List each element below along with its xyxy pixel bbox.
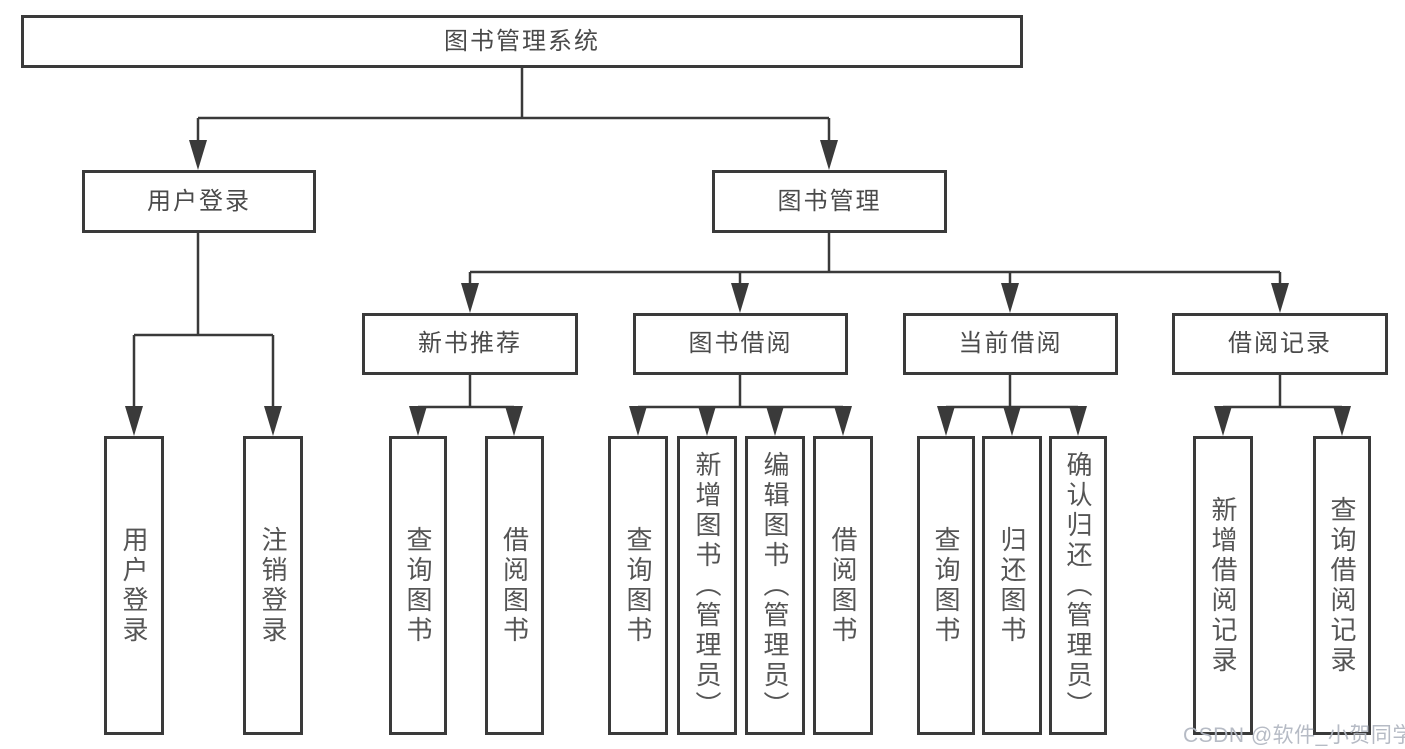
node-label: 借阅记录 (1228, 330, 1332, 357)
node-current-borrow: 当前借阅 (903, 313, 1118, 375)
node-library-management-system: 图书管理系统 (21, 15, 1023, 68)
node-borrow-records: 借阅记录 (1172, 313, 1388, 375)
leaf-label: 查询图书 (623, 525, 653, 646)
leaf-return-book: 归还图书 (982, 436, 1042, 735)
node-label: 当前借阅 (958, 330, 1063, 357)
leaf-query-borrow-record: 查询借阅记录 (1313, 436, 1371, 735)
leaf-label: 归还图书 (997, 525, 1027, 646)
node-label: 图书管理 (777, 187, 882, 215)
leaf-add-borrow-record: 新增借阅记录 (1193, 436, 1253, 735)
node-book-borrow: 图书借阅 (633, 313, 848, 375)
leaf-confirm-return-admin: 确认归还（管理员） (1049, 436, 1107, 735)
leaf-label: 查询图书 (931, 525, 961, 646)
leaf-label: 确认归还（管理员） (1063, 450, 1093, 721)
leaf-label: 编辑图书（管理员） (760, 450, 790, 721)
leaf-label: 借阅图书 (499, 525, 530, 646)
leaf-label: 查询借阅记录 (1327, 495, 1357, 676)
leaf-label: 注销登录 (258, 525, 288, 646)
node-label: 用户登录 (147, 187, 251, 215)
leaf-label: 查询图书 (403, 525, 433, 646)
leaf-label: 新增图书（管理员） (692, 450, 722, 721)
leaf-label: 用户登录 (119, 525, 149, 646)
node-label: 图书管理系统 (444, 27, 600, 55)
leaf-label: 新增借阅记录 (1208, 495, 1238, 676)
node-user-login: 用户登录 (82, 170, 316, 233)
leaf-edit-book-admin: 编辑图书（管理员） (745, 436, 805, 735)
leaf-query-books-recommend: 查询图书 (389, 436, 447, 735)
leaf-query-books-current: 查询图书 (917, 436, 975, 735)
leaf-borrow-books-recommend: 借阅图书 (485, 436, 544, 735)
leaf-logout: 注销登录 (243, 436, 303, 735)
leaf-add-book-admin: 新增图书（管理员） (677, 436, 737, 735)
leaf-query-books-borrow: 查询图书 (608, 436, 668, 735)
node-book-management: 图书管理 (712, 170, 947, 233)
node-new-book-recommend: 新书推荐 (362, 313, 578, 375)
leaf-label: 借阅图书 (828, 525, 858, 646)
leaf-borrow-books: 借阅图书 (813, 436, 873, 735)
node-label: 新书推荐 (418, 330, 522, 357)
node-label: 图书借阅 (688, 330, 793, 357)
leaf-user-login: 用户登录 (104, 436, 164, 735)
csdn-watermark: CSDN @软件_小贺同学 (1183, 724, 1405, 747)
